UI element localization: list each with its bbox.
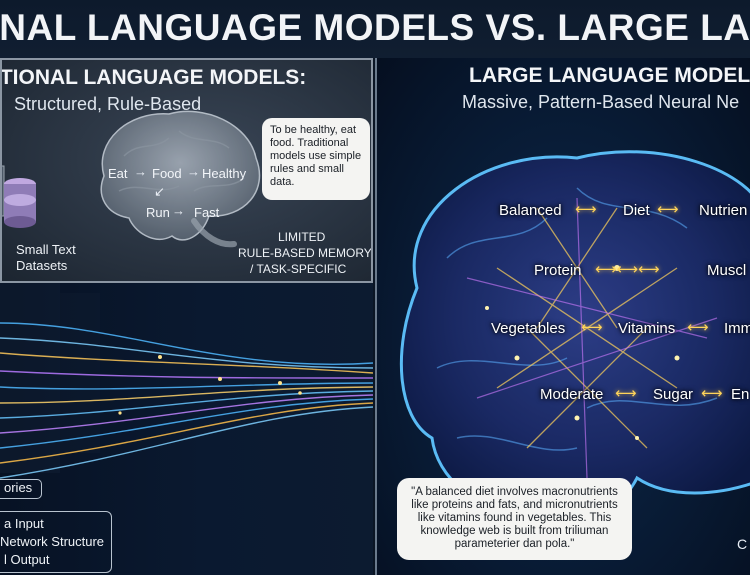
legend-item-structure: Network Structure [0,534,105,549]
node-vitamins: Vitamins [618,320,676,337]
data-stream-lines [0,283,373,479]
traditional-panel: ITIONAL LANGUAGE MODELS: Structured, Rul… [0,58,373,283]
llm-heading: LARGE LANGUAGE MODELS (L [469,64,750,87]
memory-label-2: RULE-BASED MEMORY [238,246,372,260]
gray-brain-icon [100,110,261,248]
legend-item-input: a Input [4,516,44,531]
node-run: Run [146,205,170,220]
arrow-bidirectional-icon: ⟷ [575,201,597,218]
arrow-bidirectional-icon: ⟷ [615,385,637,402]
arrow-bidirectional-icon: ⟷ [687,319,709,336]
neural-brain-icon [399,150,750,520]
legend-box [0,479,42,499]
llm-panel: LARGE LANGUAGE MODELS (L Massive, Patter… [375,58,750,575]
node-healthy: Healthy [202,166,247,181]
corner-fragment: C [737,536,748,552]
database-icon [2,165,36,228]
title-bar: ONAL LANGUAGE MODELS VS. LARGE LANGUAGE … [0,0,750,58]
node-diet: Diet [623,202,650,219]
node-food: Food [152,166,182,181]
node-nutrient: Nutrien [699,202,748,219]
main-title: ONAL LANGUAGE MODELS VS. LARGE LANGUAGE … [0,7,750,48]
node-fast: Fast [194,205,220,220]
arrow-right-icon: → [134,164,147,179]
node-sugar: Sugar [653,386,694,403]
arrow-down-icon: ↙ [154,184,165,199]
legend-item-categories: ories [4,480,33,495]
memory-label-1: LIMITED [278,230,326,244]
traditional-heading: ITIONAL LANGUAGE MODELS: [0,66,307,89]
arrow-right-icon: → [187,164,200,179]
legend-item-output: l Output [4,552,50,567]
legend-box-structure [0,511,112,573]
traditional-subheading: Structured, Rule-Based [14,94,202,114]
node-en: En [731,386,750,403]
node-eat: Eat [108,166,128,181]
node-imm: Imm [724,320,750,337]
node-moderate: Moderate [540,386,604,403]
llm-subheading: Massive, Pattern-Based Neural Ne [462,92,740,112]
arrow-right-icon: → [172,203,185,218]
data-flow-panel: ories a Input Network Structure l Output [0,283,373,575]
llm-speech-bubble: "A balanced diet involves macronutrients… [397,478,632,560]
node-muscle: Muscl [707,262,747,279]
memory-label-3: / TASK-SPECIFIC [250,262,347,276]
node-vegetables: Vegetables [491,320,566,337]
arrow-bidirectional-icon: ⟷ [581,319,603,336]
arrow-bidirectional-icon: ⟷⟷⟷ [595,261,660,278]
arrow-bidirectional-icon: ⟷ [701,385,723,402]
dataset-label: Small Text Datasets [16,242,76,273]
node-balanced: Balanced [499,202,562,219]
traditional-speech-bubble: To be healthy, eat food. Traditional mod… [262,118,370,200]
arrow-bidirectional-icon: ⟷ [657,201,679,218]
node-protein: Protein [534,262,582,279]
